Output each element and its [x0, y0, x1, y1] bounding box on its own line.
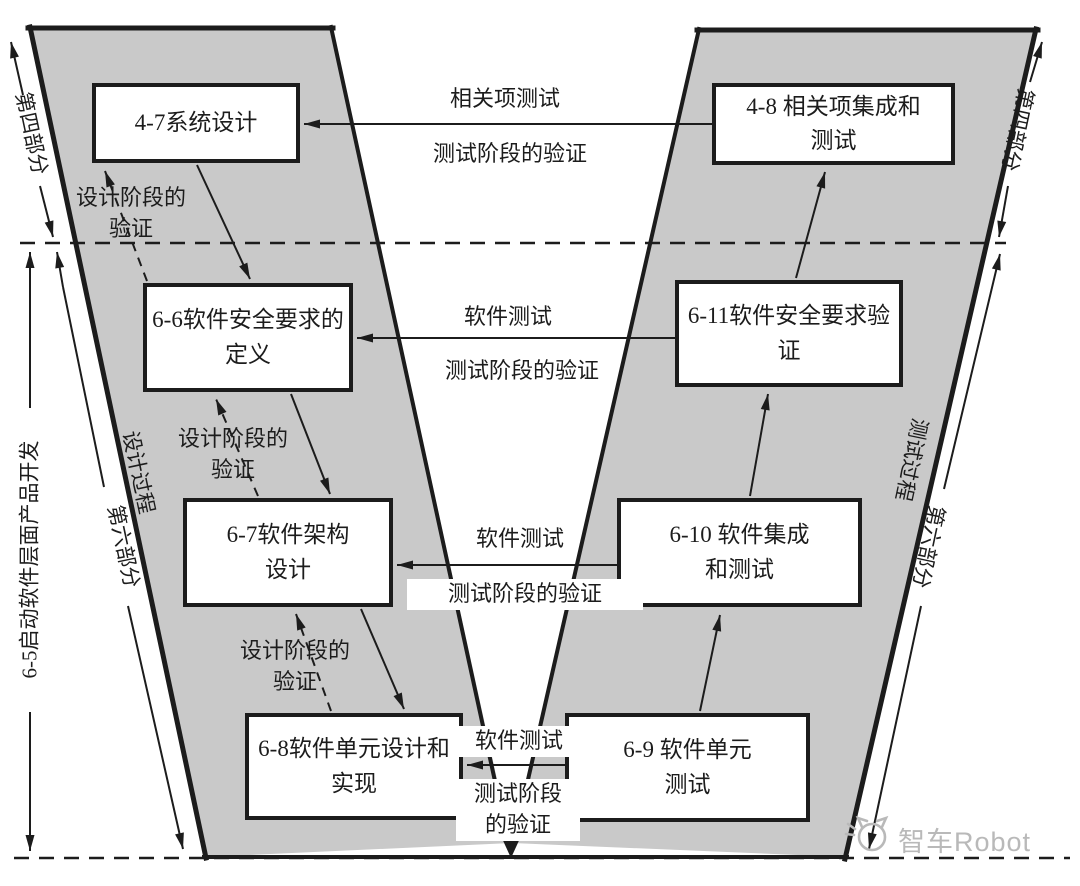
box-6-6-sw-safety-requirements: 6-6软件安全要求的 定义 — [143, 283, 353, 392]
label-6-5-software-level-development: 6-5启动软件层面产品开发 — [17, 440, 42, 679]
label-test-phase-verification-4: 测试阶段 的验证 — [456, 779, 580, 841]
box-6-8-sw-unit-design-impl: 6-8软件单元设计和 实现 — [245, 713, 463, 820]
label-sw-test-2: 软件测试 — [475, 526, 564, 551]
box-6-10-sw-integration-test: 6-10 软件集成 和测试 — [617, 498, 862, 607]
label-design-phase-verification-3: 设计阶段的 验证 — [239, 638, 350, 694]
box-6-9-sw-unit-test: 6-9 软件单元 测试 — [565, 713, 810, 822]
cat-icon — [844, 815, 889, 852]
label-sw-test-1: 软件测试 — [463, 304, 552, 329]
label-sw-test-3: 软件测试 — [457, 726, 581, 757]
label-test-phase-verification-2: 测试阶段的验证 — [444, 358, 599, 383]
label-test-phase-verification-3: 测试阶段的验证 — [407, 579, 643, 610]
label-design-phase-verification-1: 设计阶段的 验证 — [75, 185, 186, 241]
box-4-7-system-design: 4-7系统设计 — [92, 83, 300, 163]
box-6-11-sw-safety-req-verification: 6-11软件安全要求验 证 — [675, 280, 903, 387]
right-band — [512, 30, 1037, 857]
label-item-test: 相关项测试 — [449, 86, 560, 111]
box-4-8-item-integration-test: 4-8 相关项集成和 测试 — [712, 83, 955, 165]
box-6-7-sw-architecture-design: 6-7软件架构 设计 — [183, 498, 393, 607]
left-band — [30, 28, 511, 857]
label-test-phase-verification-1: 测试阶段的验证 — [432, 141, 587, 166]
label-design-phase-verification-2: 设计阶段的 验证 — [177, 426, 288, 482]
watermark-text: 智车Robot — [898, 827, 1032, 857]
